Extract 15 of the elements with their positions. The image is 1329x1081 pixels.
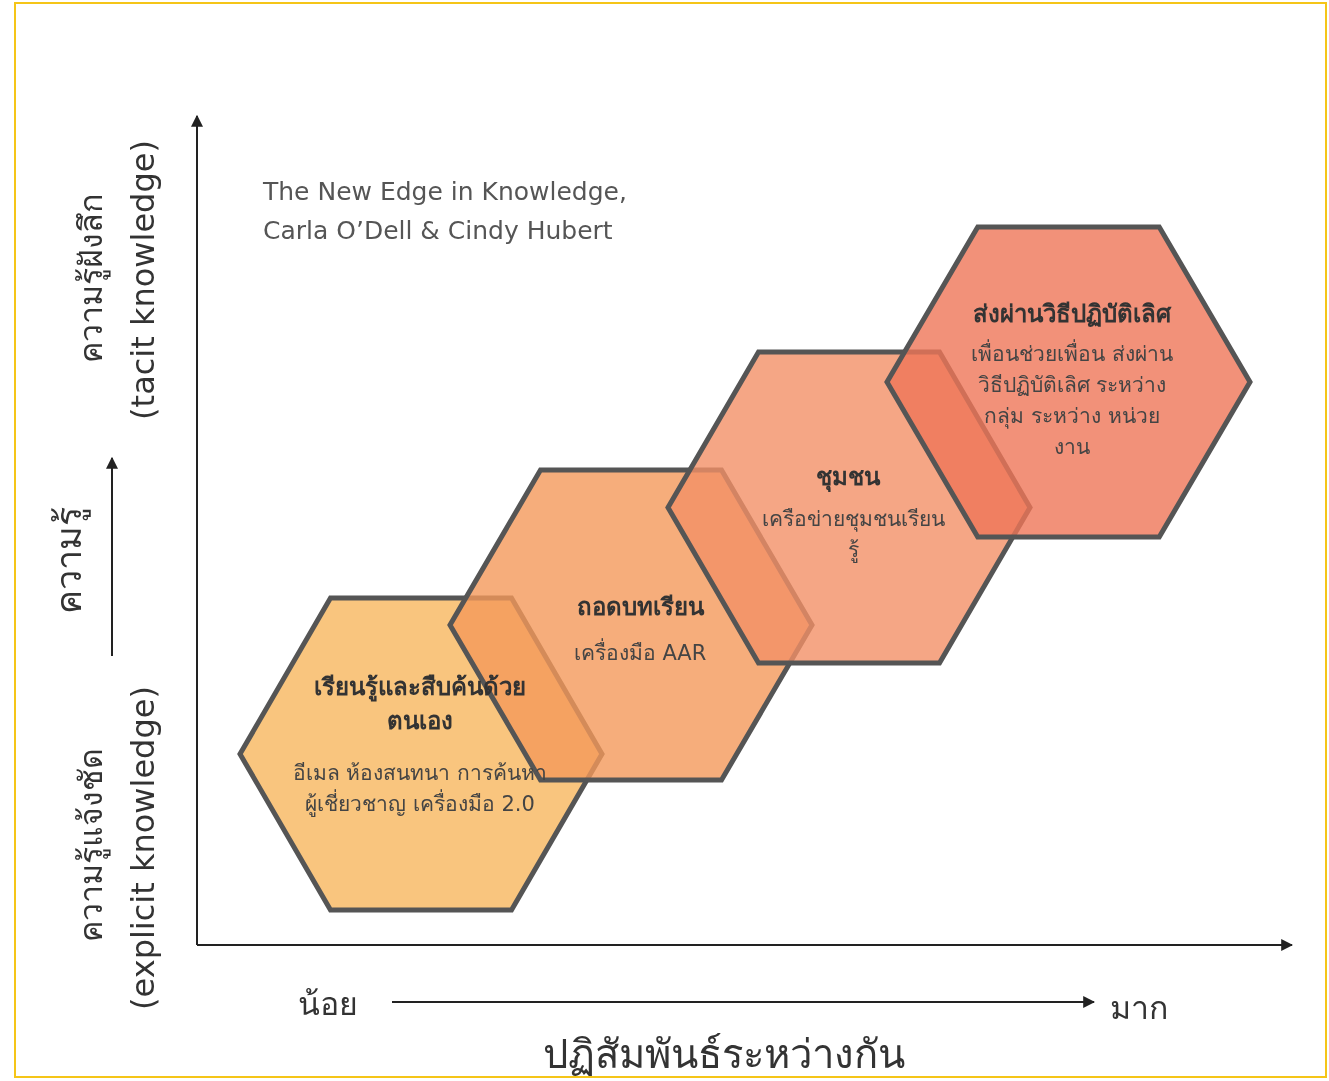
hexagon-heading: ชุมชน	[815, 462, 882, 494]
axis-label: มาก	[1110, 988, 1168, 1029]
axis-title: ปฏิสัมพันธ์ระหว่างกัน	[543, 1030, 905, 1079]
axis-label: น้อย	[298, 984, 358, 1025]
axis-label: (explicit knowledge)	[124, 686, 162, 1010]
hexagon-text: เพื่อนช่วยเพื่อน ส่งผ่านวิธีปฏิบัติเลิศ ระหว่างกลุ่ม ระหว่าง หน่วยงาน	[967, 339, 1177, 463]
axis-label: (tacit knowledge)	[124, 140, 162, 420]
axis-title: ความรู้	[46, 506, 92, 614]
hexagon-text: เครื่องมือ AAR	[530, 638, 750, 669]
hexagon-heading: ถอดบทเรียน	[575, 592, 705, 623]
axis-label: ความรู้แจ้งชัด	[70, 748, 112, 942]
source-citation: The New Edge in Knowledge, Carla O’Dell & Cindy Hubert	[263, 176, 628, 247]
axis-label: ความรู้ฝังลึก	[70, 193, 112, 363]
hexagon-text: เครือข่ายชุมชนเรียนรู้	[760, 506, 946, 565]
hexagon-heading: ส่งผ่านวิธีปฏิบัติเลิศ	[972, 299, 1173, 330]
